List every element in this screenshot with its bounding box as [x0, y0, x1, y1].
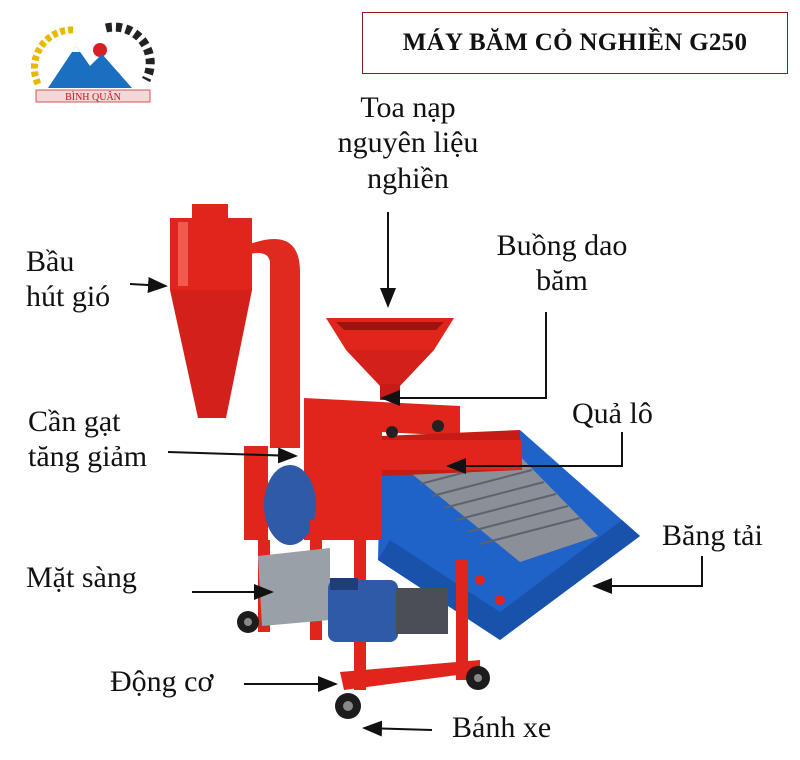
conveyor-icon [378, 430, 640, 640]
hopper-icon [326, 318, 454, 400]
arrow-can-gat [167, 447, 298, 464]
label-line: băm [536, 264, 588, 298]
label-line: Cần gạt [28, 405, 121, 438]
label-buong-dao: Buồng dao băm [486, 228, 638, 299]
label-line: hút gió [26, 280, 111, 314]
label-line: nghiền [367, 161, 449, 195]
label-bang-tai: Băng tải [662, 519, 763, 552]
arrow-banh-xe [362, 720, 433, 737]
label-line: tăng giảm [28, 440, 148, 474]
brand-logo: BÌNH QUÂN [28, 20, 158, 106]
label-line: Bầu [26, 245, 75, 278]
screen-mesh [258, 548, 330, 626]
label-dong-co: Động cơ [110, 665, 214, 698]
duct [250, 238, 300, 448]
arrow-buong-dao [380, 312, 547, 406]
wheel-icons [237, 611, 490, 719]
motor-icon [328, 578, 448, 642]
label-banh-xe: Bánh xe [452, 711, 552, 744]
label-mat-sang: Mặt sàng [26, 561, 137, 594]
label-line: nguyên liệu [337, 126, 479, 160]
cyclone-icon [170, 204, 252, 418]
arrow-bang-tai [592, 556, 703, 594]
label-qua-lo: Quả lô [572, 397, 653, 430]
page-title: MÁY BĂM CỎ NGHIỀN G250 [402, 29, 748, 56]
fan-housing [264, 465, 316, 545]
label-line: Buồng dao [496, 229, 628, 262]
label-bau-hut-gio: Bầu hút gió [26, 244, 110, 315]
label-toa-nap: Toa nạp nguyên liệu nghiền [316, 90, 500, 196]
title-box: MÁY BĂM CỎ NGHIỀN G250 [362, 12, 788, 74]
label-can-gat: Cần gạt tăng giảm [28, 404, 147, 475]
leader-lines [129, 212, 703, 737]
mountain-sun-gear-logo-icon: BÌNH QUÂN [30, 22, 155, 103]
arrow-qua-lo [446, 432, 623, 474]
arrow-bau-hut-gio [129, 277, 168, 293]
logo-text: BÌNH QUÂN [65, 91, 121, 103]
label-line: Toa nạp [360, 91, 456, 124]
